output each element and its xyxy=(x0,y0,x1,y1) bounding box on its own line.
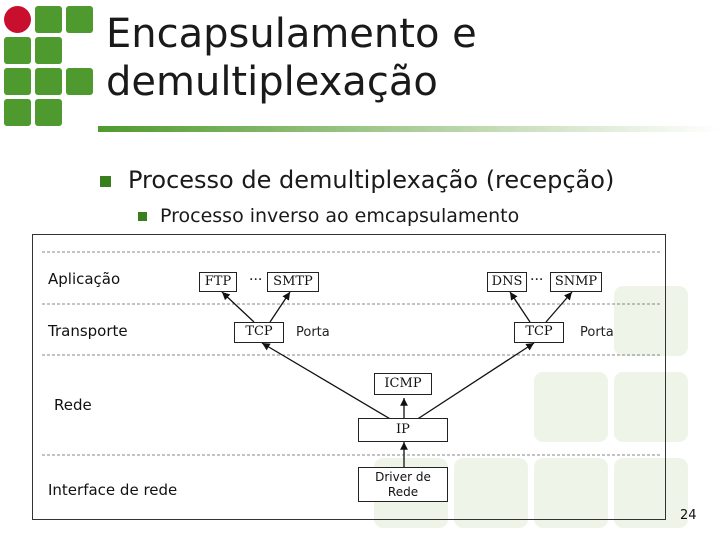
port-label-right: Porta xyxy=(580,325,614,340)
port-label-left: Porta xyxy=(296,325,330,340)
title-line-2: demultiplexação xyxy=(106,59,438,105)
tcp-right-box: TCP xyxy=(514,322,564,343)
tcp-left-box: TCP xyxy=(234,322,284,343)
background-square xyxy=(614,458,688,528)
background-square xyxy=(614,372,688,442)
bullet-marker xyxy=(100,176,111,187)
slide-title: Encapsulamento e demultiplexação xyxy=(106,10,477,106)
layer-label-transport: Transporte xyxy=(48,322,128,340)
ftp-box: FTP xyxy=(199,272,237,292)
background-square xyxy=(614,286,688,356)
protocol-stack-diagram xyxy=(32,234,666,520)
layer-label-network: Rede xyxy=(54,396,92,414)
background-square xyxy=(534,372,608,442)
background-square xyxy=(454,458,528,528)
snmp-box: SNMP xyxy=(550,272,602,292)
bullet-marker xyxy=(138,212,147,221)
layer-label-link: Interface de rede xyxy=(48,481,178,499)
institution-logo xyxy=(2,6,96,130)
smtp-box: SMTP xyxy=(267,272,319,292)
background-square xyxy=(534,458,608,528)
dns-box: DNS xyxy=(487,272,527,292)
network-driver-box: Driver de Rede xyxy=(358,467,448,502)
bullet-level-1: Processo de demultiplexação (recepção) xyxy=(128,166,615,194)
bullet-level-2: Processo inverso ao emcapsulamento xyxy=(160,205,520,227)
arrow-tcp-to-ftp xyxy=(221,291,255,323)
title-line-1: Encapsulamento e xyxy=(106,11,477,57)
title-underline xyxy=(98,126,720,132)
arrow-tcp-to-smtp xyxy=(269,291,291,323)
driver-label: Driver de Rede xyxy=(375,470,431,499)
ip-box: IP xyxy=(358,418,448,442)
ellipsis: ... xyxy=(249,268,263,284)
icmp-box: ICMP xyxy=(374,373,432,395)
arrow-tcp-to-snmp xyxy=(545,291,573,323)
page-number: 24 xyxy=(680,508,697,523)
layer-label-application: Aplicação xyxy=(48,270,121,288)
ellipsis: ... xyxy=(530,268,544,284)
arrow-ip-to-tcp-left xyxy=(261,342,393,421)
arrow-ip-to-tcp-right xyxy=(415,342,535,421)
arrow-tcp-to-dns xyxy=(509,291,531,323)
